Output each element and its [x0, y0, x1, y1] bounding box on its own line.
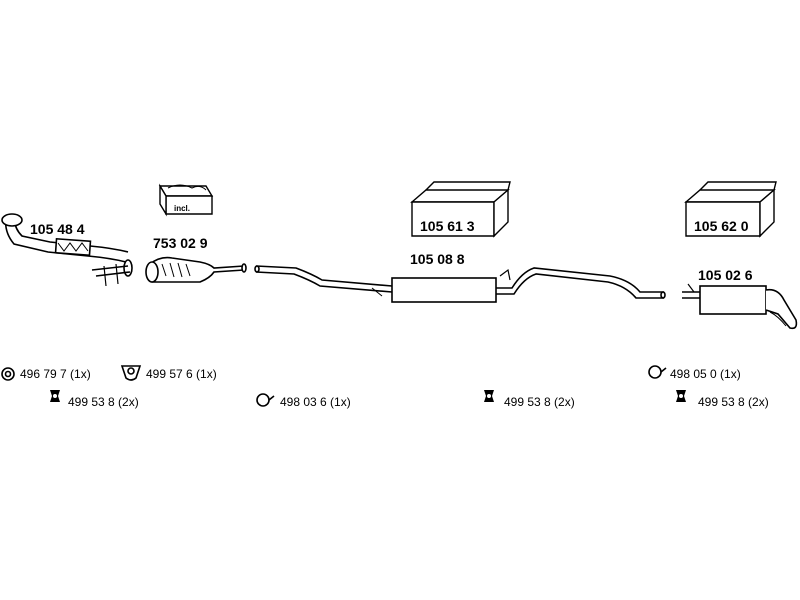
middle-kit-number: 105 61 3 — [420, 218, 475, 234]
middle-silencer-drawing — [254, 265, 666, 303]
rubber-hanger-mid-icon — [484, 390, 494, 402]
catalyst-kit-label: incl. — [174, 204, 190, 213]
fitting-hanger-mid: 499 53 8 (2x) — [504, 395, 575, 409]
fitting-clamp-mid: 498 03 6 (1x) — [280, 395, 351, 409]
rear-kit-number: 105 62 0 — [694, 218, 749, 234]
clamp-mid-icon — [256, 393, 275, 407]
middle-kit-box-icon — [410, 181, 511, 238]
rubber-hanger-front-icon — [50, 390, 60, 402]
part-number-rear-silencer: 105 02 6 — [698, 267, 753, 283]
fitting-ring-front: 496 79 7 (1x) — [20, 367, 91, 381]
part-number-middle-silencer: 105 08 8 — [410, 251, 465, 267]
rubber-hanger-rear-icon — [676, 390, 686, 402]
fitting-clamp-rear: 498 05 0 (1x) — [670, 367, 741, 381]
fitting-flange-gasket: 499 57 6 (1x) — [146, 367, 217, 381]
fitting-hanger-front: 499 53 8 (2x) — [68, 395, 139, 409]
catalyst-kit-box-icon — [158, 183, 214, 217]
clamp-rear-icon — [648, 365, 667, 379]
rear-kit-box-icon — [684, 181, 777, 238]
part-number-catalyst: 753 02 9 — [153, 235, 208, 251]
flange-gasket-icon — [120, 365, 142, 381]
rear-silencer-drawing — [682, 283, 798, 330]
fitting-hanger-rear: 499 53 8 (2x) — [698, 395, 769, 409]
catalyst-drawing — [145, 256, 247, 283]
part-number-front-pipe: 105 48 4 — [30, 221, 85, 237]
front-pipe-drawing — [1, 213, 133, 287]
ring-icon — [1, 367, 15, 381]
